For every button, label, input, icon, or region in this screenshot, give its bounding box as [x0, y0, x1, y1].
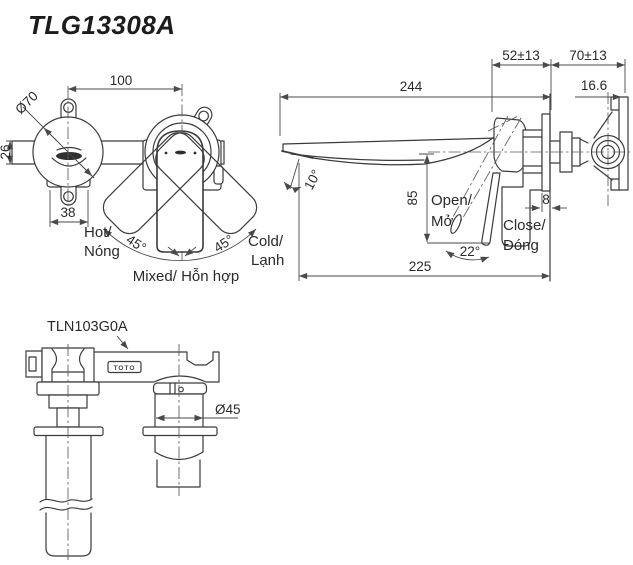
label-hot-vi: Nóng	[84, 243, 120, 260]
front-view: 100 Ø70 26 38 45° 45° Hot/ Nóng Cold/ Lạ…	[0, 73, 284, 285]
handle-cold-position	[155, 132, 258, 235]
dim-center-spacing: 100	[110, 73, 133, 88]
dim-spout-angle: 10°	[301, 167, 324, 192]
bottom-view: TLN103G0A TOTO Ø4	[25, 319, 241, 560]
handle-pin	[175, 150, 186, 155]
swing-arc	[103, 228, 257, 262]
wall-flange	[541, 113, 551, 192]
dim-escutcheon-diameter: Ø70	[12, 88, 41, 117]
dim-swing-left: 45°	[124, 232, 149, 256]
label-open: Open/	[431, 192, 473, 209]
cartridge-cap	[152, 382, 208, 395]
label-cold: Cold/	[248, 233, 284, 250]
label-open-vi: Mở	[431, 213, 453, 230]
dim-wall-depth-inner: 52±13	[502, 48, 539, 63]
lever-closed	[481, 172, 501, 246]
side-view: 10° 244 52±1	[279, 48, 631, 282]
spout-top	[282, 137, 499, 145]
dim-total-reach: 225	[409, 259, 432, 274]
dim-spout-reach: 244	[400, 79, 423, 94]
toto-logo-stamp	[107, 360, 142, 374]
label-mixed: Mixed/ Hỗn hợp	[133, 268, 240, 285]
dim-wall-depth-outer: 70±13	[569, 48, 606, 63]
dim-valve-offset: 16.6	[581, 78, 607, 93]
label-hot: Hot/	[84, 224, 112, 241]
left-mounting-flange	[33, 426, 104, 437]
label-close-vi: Đóng	[503, 237, 539, 254]
right-mounting-flange	[142, 426, 218, 437]
handle-hot-position	[102, 132, 205, 235]
dim-lever-swing: 22°	[460, 244, 480, 259]
handle-cap-side	[493, 117, 527, 173]
dim-handle-drop: 85	[405, 190, 420, 205]
dim-bracket-width: 38	[60, 205, 75, 220]
side-tab	[213, 165, 224, 185]
supply-pipe	[45, 434, 92, 500]
dim-bar-height: 26	[0, 144, 13, 159]
spout-outlet	[56, 152, 82, 160]
toto-logo-text: TOTO	[114, 365, 136, 372]
part-leader-line	[116, 335, 129, 350]
lever-tip-open	[450, 214, 462, 234]
product-code: TLG13308A	[28, 10, 176, 40]
lever-open-ghost	[456, 117, 522, 229]
body-cover	[501, 172, 543, 247]
label-cold-vi: Lạnh	[251, 252, 284, 269]
dim-flange-thickness: 8	[542, 192, 550, 207]
lever-handle-front	[156, 130, 204, 253]
valve-part-number: TLN103G0A	[47, 319, 128, 335]
dim-valve-diameter: Ø45	[215, 402, 241, 417]
label-close: Close/	[503, 217, 546, 234]
dim-swing-right: 45°	[211, 232, 236, 256]
